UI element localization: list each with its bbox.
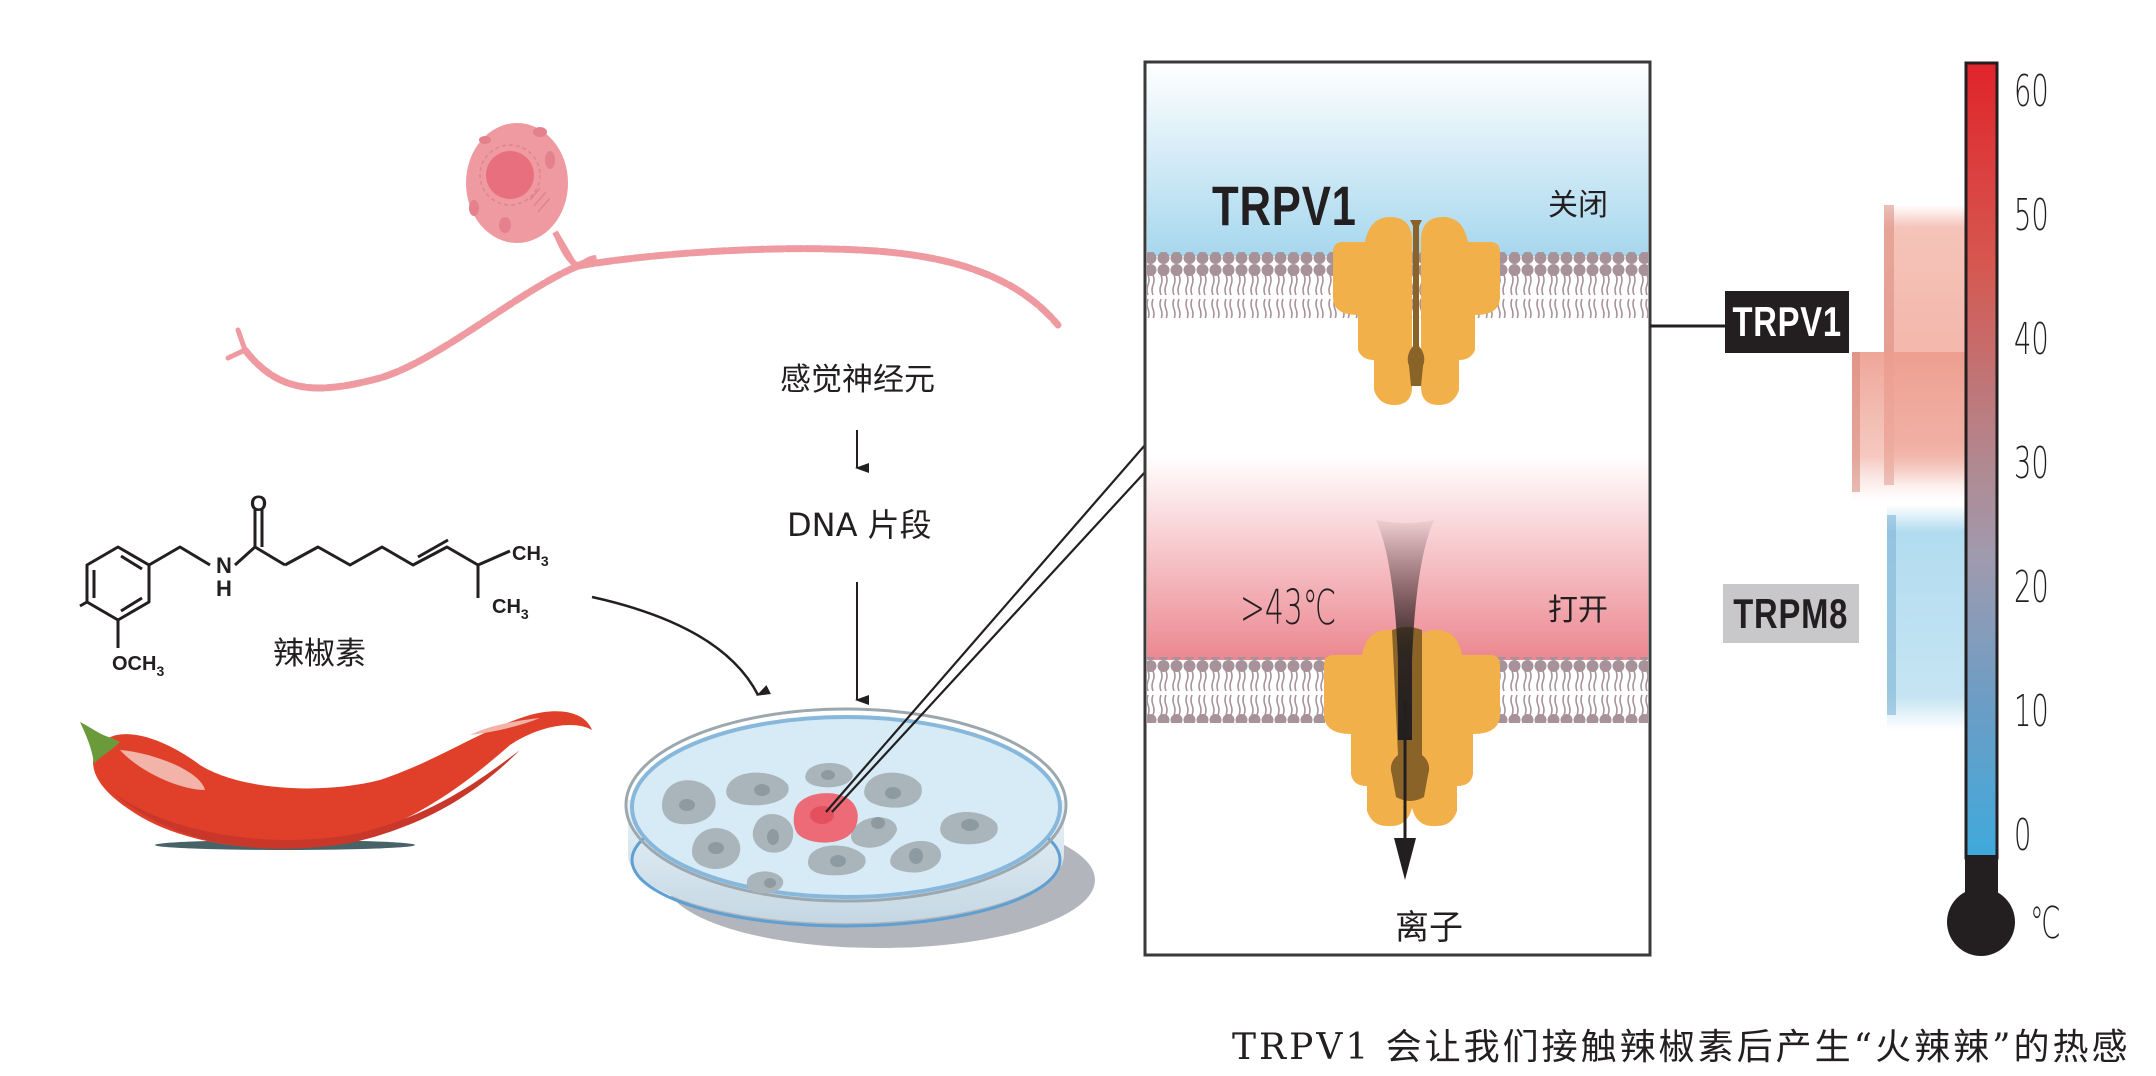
channel-box [1143,60,1652,957]
trpv1-tag-text: TRPV1 [1732,298,1842,345]
chili-pepper-icon [80,711,592,850]
thermometer-tube [1964,61,1999,860]
trpv1-range-lower [1852,352,1965,502]
neuron-organelle [469,200,479,216]
trpv1-closed-protein [1333,217,1500,405]
chili-body [93,711,592,849]
neuron-er [479,144,541,206]
neuron-stalk [552,230,598,270]
benzyl-chain [148,545,211,567]
chili-stem [80,722,120,764]
chili-highlight [120,750,205,790]
trpm8-range [1887,505,1965,730]
channel-box-title: TRPV1 [1212,174,1357,237]
trpm8-tag: TRPM8 [1723,584,1859,643]
tick-40: 40 [2014,314,2049,365]
isopropyl [476,549,511,598]
neuron-terminal [225,327,248,361]
sensory-neuron-label: 感觉神经元 [780,362,935,398]
tick-0: 0 [2014,810,2032,861]
dish-target-nucleus [810,806,834,824]
atom-N: N [216,553,232,578]
tick-20: 20 [2014,562,2049,613]
open-state-label: 打开 [1548,593,1608,628]
tick-30: 30 [2014,438,2049,489]
group-CH3-bottom: CH3 [492,596,529,622]
thermometer [1852,61,2015,956]
figure-caption: TRPV1 会让我们接触辣椒素后产生“火辣辣”的热感 [1232,1027,2131,1068]
neuron-organelle [499,217,511,233]
capsaicin-label: 辣椒素 [273,636,366,672]
neuron-axon-left [241,262,582,392]
neuron-organelle [533,127,547,137]
cell [851,817,897,848]
arrow-capsaicin-to-dish [591,595,771,696]
neuron-organelle [545,151,555,169]
neuron-organelle [479,136,491,144]
closed-pore [1407,220,1425,386]
dish-cell-nuclei [679,770,979,888]
channel-box-border [1143,60,1652,957]
thermometer-bulb [1947,888,2015,956]
trpv1-range-lower-edge [1852,352,1860,492]
trpv1-range-upper-edge [1884,205,1894,485]
tick-50: 50 [2014,190,2049,241]
benzene-double-bonds [92,554,143,613]
neuron-nucleus [486,151,534,199]
ions-label: 离子 [1395,908,1463,948]
thermometer-unit: ℃ [2030,898,2061,949]
trpv1-tag: TRPV1 [1725,291,1849,353]
amide-bond [233,508,286,567]
dna-fragment-label: DNA 片段 [787,506,932,544]
atom-O: O [250,491,267,516]
capsaicin-structure [79,508,511,648]
alkyl-chain [284,538,479,567]
atom-H: H [216,576,232,601]
ion-flow-gradient [1376,520,1434,740]
trpm8-tag-text: TRPM8 [1733,589,1849,637]
tick-60: 60 [2014,66,2049,117]
chili-highlight-tip [470,718,540,735]
activation-temperature-label: >43℃ [1240,580,1337,636]
group-CH3-top: CH3 [512,543,549,569]
pipette [825,444,1146,813]
neuron-axon-right [574,245,1062,329]
methoxy-bond [79,600,120,648]
closed-state-label: 关闭 [1548,188,1608,223]
benzene-ring [85,545,151,622]
ion-arrow-head [1394,838,1416,880]
group-OCH3: OCH3 [112,653,164,679]
petri-dish [624,707,1095,948]
dish-top-rim [624,707,1068,903]
tick-10: 10 [2014,686,2049,737]
sensory-neuron-illustration [225,123,1062,392]
capsaicin-atom-labels: O N H CH3 CH3 OCH3 [112,491,549,679]
trpm8-range-edge [1887,515,1896,715]
neuron-golgi [529,187,551,213]
